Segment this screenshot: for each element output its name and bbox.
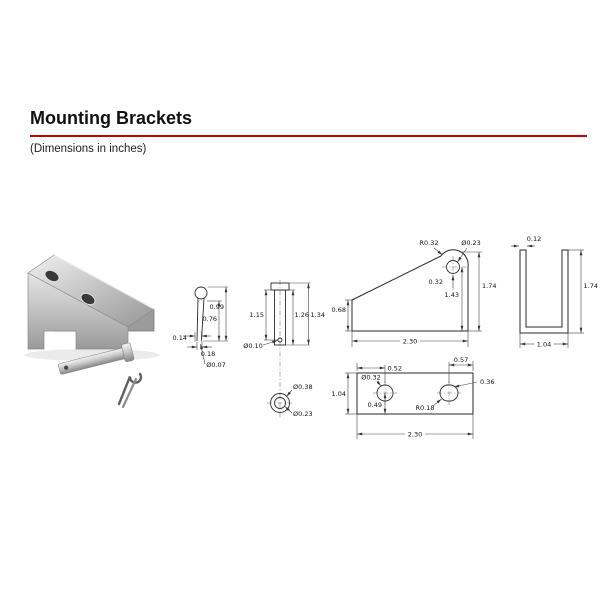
cotter-pin-outline: [194, 286, 208, 342]
clevis-pin-end-view: Ø0.38 Ø0.23: [267, 383, 313, 418]
front-view-overall-width-label: 1.04: [537, 341, 551, 349]
cotter-pin-overall-length-label: 0.99: [210, 303, 224, 311]
top-view-hole-from-bottom-label: 0.49: [368, 401, 382, 409]
side-view-overall-height-label: 1.74: [482, 282, 496, 290]
clevis-pin-hole-diameter-label: Ø0.10: [243, 342, 263, 350]
clevis-pin-shaft-diameter-label: Ø0.23: [293, 410, 313, 418]
cotter-pin-wire-outer: [117, 372, 143, 406]
side-view-outline: [351, 249, 469, 332]
bracket-edge-highlight: [53, 254, 155, 310]
front-view-outline: [519, 249, 569, 334]
top-view-slot-from-right-label: 0.57: [454, 356, 468, 364]
bracket-photo: [24, 254, 160, 361]
bracket-holes: [44, 269, 96, 306]
top-view-hole-from-left-label: 0.52: [388, 365, 402, 373]
page-subtitle: (Dimensions in inches): [30, 142, 147, 155]
top-view-hole-diameter-label: Ø0.32: [361, 374, 381, 382]
cotter-pin-dimensions: 0.99 0.76 0.14 0.18 Ø0.07: [173, 286, 228, 369]
cotter-pin-wire-diameter-label: Ø0.07: [206, 361, 226, 369]
bracket-front-view-drawing: 0.12 1.74 1.04: [511, 235, 598, 349]
top-view-dimensions: Ø0.32 0.52 0.57 0.36 1.04 0.49 R0.18 2.3…: [332, 356, 494, 439]
clevis-pin-grip-length-label: 1.15: [250, 311, 264, 319]
page-header: Mounting Brackets (Dimensions in inches): [30, 108, 587, 155]
cotter-pin-photo: [117, 372, 143, 409]
top-view-slot-radius-label: R0.18: [416, 404, 435, 412]
clevis-pin-dimensions: 1.15 1.26 1.34 Ø0.10: [243, 282, 325, 350]
clevis-pin-drawing: 1.15 1.26 1.34 Ø0.10 Ø0.38 Ø0.23: [243, 280, 325, 418]
side-view-hole-to-bottom-label: 1.43: [445, 291, 459, 299]
front-view-dimensions: 0.12 1.74 1.04: [511, 235, 598, 349]
clevis-pin-body: [58, 342, 135, 375]
page-title: Mounting Brackets: [30, 108, 193, 128]
cotter-pin-wire-inner: [121, 377, 138, 409]
side-view-overall-width-label: 2.30: [403, 338, 417, 346]
top-view-slot-width-label: 0.36: [480, 378, 494, 386]
clevis-pin-head-diameter-label: Ø0.38: [293, 383, 313, 391]
clevis-pin-overall-length-label: 1.34: [311, 311, 325, 319]
front-view-overall-height-label: 1.74: [584, 282, 598, 290]
front-view-wall-thickness-label: 0.12: [527, 235, 541, 243]
side-view-dimensions: R0.32 Ø0.23 0.32 1.43 1.74 0.68 2.30: [332, 239, 496, 347]
cotter-pin-leg-length-label: 0.76: [203, 315, 217, 323]
bracket-top-view-drawing: Ø0.32 0.52 0.57 0.36 1.04 0.49 R0.18 2.3…: [332, 356, 494, 439]
cotter-pin-tip-offset-label: 0.14: [173, 334, 187, 342]
top-view-outline: [356, 372, 474, 415]
clevis-pin-under-head-label: 1.26: [295, 311, 309, 319]
title-rule: [30, 135, 587, 137]
cotter-pin-width-label: 0.18: [201, 350, 215, 358]
side-view-left-height-label: 0.68: [332, 306, 346, 314]
bracket-side-view-drawing: R0.32 Ø0.23 0.32 1.43 1.74 0.68 2.30: [332, 239, 496, 347]
top-view-overall-depth-label: 1.04: [332, 390, 346, 398]
side-view-hole-to-top-label: 0.32: [429, 278, 443, 286]
bracket-front-plate: [27, 272, 129, 350]
side-view-hole-diameter-label: Ø0.23: [461, 239, 481, 247]
clevis-pin-photo: [58, 342, 135, 375]
top-view-overall-width-label: 2.30: [408, 431, 422, 439]
cotter-pin-drawing: 0.99 0.76 0.14 0.18 Ø0.07: [173, 286, 228, 369]
side-view-corner-radius-label: R0.32: [420, 239, 439, 247]
